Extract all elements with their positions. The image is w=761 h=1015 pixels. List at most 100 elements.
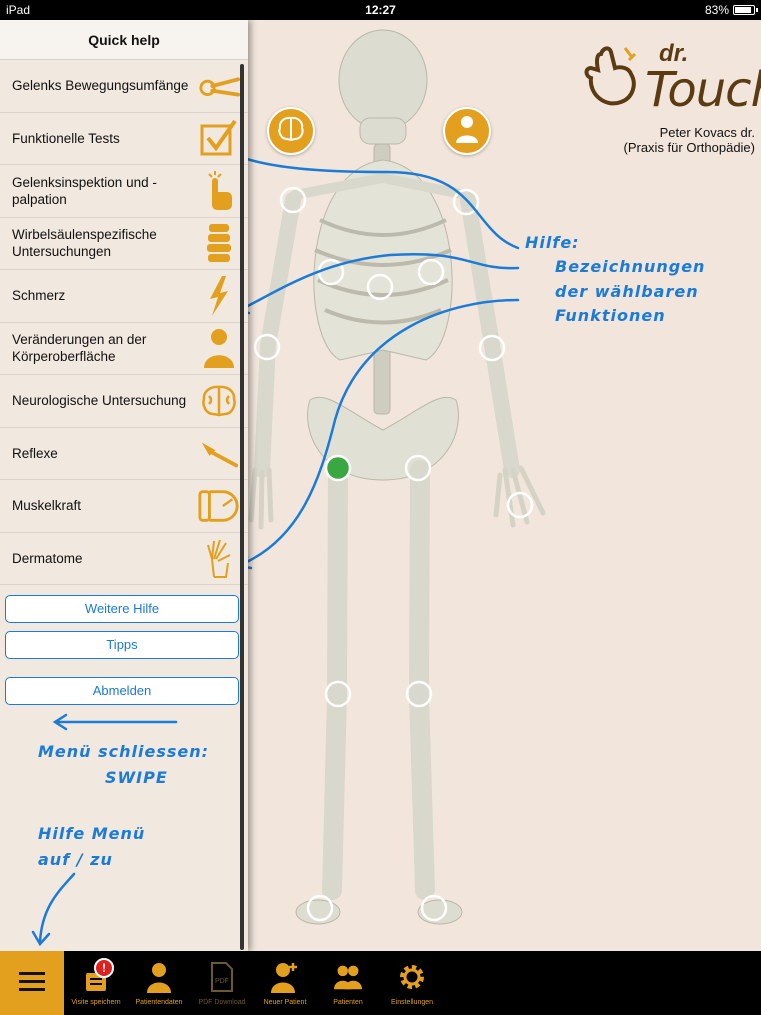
person-body-icon bbox=[198, 327, 240, 369]
menu-item-spine-exams[interactable]: Wirbelsäulenspezifische Untersuchungen bbox=[0, 218, 248, 270]
doctor-practice: (Praxis für Orthopädie) bbox=[623, 140, 756, 155]
tab-label: Visite speichern bbox=[71, 999, 121, 1006]
menu-item-label: Reflexe bbox=[12, 445, 58, 461]
ribcage bbox=[313, 159, 453, 361]
joint-left-elbow[interactable] bbox=[478, 334, 506, 362]
menu-item-joint-inspection[interactable]: Gelenksinspektion und -palpation bbox=[0, 165, 248, 218]
menu-item-label: Muskelkraft bbox=[12, 498, 82, 514]
annotation-help-4: Funktionen bbox=[555, 306, 666, 325]
menu-item-label: Dermatome bbox=[12, 550, 83, 566]
main-canvas: dr. Touch Peter Kovacs dr. (Praxis für O… bbox=[0, 20, 761, 951]
add-patient-icon bbox=[271, 963, 297, 993]
device-label: iPad bbox=[6, 3, 31, 17]
annotation-help-3: der wählbaren bbox=[555, 282, 699, 301]
person-body-icon bbox=[453, 114, 481, 149]
menu-item-pain[interactable]: Schmerz bbox=[0, 270, 248, 323]
joint-left-knee[interactable] bbox=[405, 680, 433, 708]
skull bbox=[338, 29, 428, 131]
quick-help-drawer[interactable]: Quick help Gelenks Bewegungsumfänge Funk… bbox=[0, 20, 248, 951]
gear-icon bbox=[400, 965, 424, 989]
swipe-arrow-icon bbox=[52, 713, 178, 731]
goniometer-icon bbox=[198, 65, 240, 107]
right-foot bbox=[417, 899, 463, 925]
menu-item-reflexes[interactable]: Reflexe bbox=[0, 428, 248, 480]
logo-touch-text: Touch bbox=[645, 62, 761, 118]
tab-save-visit[interactable]: ! Visite speichern bbox=[64, 951, 128, 1015]
tab-new-patient[interactable]: Neuer Patient bbox=[253, 951, 317, 1015]
logo-dr-text: dr. bbox=[659, 40, 689, 67]
clock: 12:27 bbox=[365, 3, 396, 17]
joint-right-elbow[interactable] bbox=[253, 333, 281, 361]
menu-item-functional-tests[interactable]: Funktionelle Tests bbox=[0, 113, 248, 165]
tab-label: Einstellungen bbox=[390, 999, 434, 1006]
joint-left-ankle[interactable] bbox=[420, 894, 448, 922]
jaw bbox=[359, 117, 407, 145]
joint-right-knee[interactable] bbox=[324, 680, 352, 708]
reflex-hammer-icon bbox=[198, 432, 240, 474]
patient-icon bbox=[147, 963, 171, 993]
joint-right-ankle[interactable] bbox=[306, 894, 334, 922]
hand-pointer-icon bbox=[198, 170, 240, 212]
joint-left-hand[interactable] bbox=[506, 491, 534, 519]
spine-icon bbox=[198, 222, 240, 264]
doctor-info: Peter Kovacs dr. (Praxis für Orthopädie) bbox=[624, 125, 756, 155]
battery-percent: 83% bbox=[704, 3, 729, 17]
tab-label: Patientendaten bbox=[135, 999, 183, 1006]
joint-spine[interactable] bbox=[366, 273, 394, 301]
more-help-button[interactable]: Weitere Hilfe bbox=[5, 595, 239, 623]
menu-item-label: Funktionelle Tests bbox=[12, 130, 120, 146]
dermatome-hand-icon bbox=[198, 537, 240, 579]
tab-settings[interactable]: Einstellungen bbox=[380, 951, 444, 1015]
brain-icon bbox=[198, 380, 240, 422]
menu-item-neurology[interactable]: Neurologische Untersuchung bbox=[0, 375, 248, 428]
lightning-icon bbox=[198, 275, 240, 317]
pdf-icon: PDF bbox=[211, 962, 233, 992]
dr-touch-logo: dr. Touch bbox=[581, 38, 761, 158]
menu-item-label: Neurologische Untersuchung bbox=[12, 393, 187, 409]
hamburger-icon bbox=[19, 971, 45, 996]
tab-pdf-download[interactable]: PDF PDF Download bbox=[190, 951, 254, 1015]
tab-patient-data[interactable]: Patientendaten bbox=[127, 951, 191, 1015]
annotation-help-2: Bezeichnungen bbox=[555, 257, 706, 276]
annotation-menu-2: auf / zu bbox=[38, 850, 113, 869]
menu-item-body-surface[interactable]: Veränderungen an der Körperoberfläche bbox=[0, 323, 248, 375]
annotation-help-1: Hilfe: bbox=[525, 233, 580, 252]
logout-button[interactable]: Abmelden bbox=[5, 677, 239, 705]
checkbox-icon bbox=[198, 117, 240, 159]
battery-icon bbox=[733, 5, 758, 15]
menu-item-joint-range[interactable]: Gelenks Bewegungsumfänge bbox=[0, 60, 248, 113]
menu-arrow-icon bbox=[31, 872, 76, 947]
menu-item-label: Wirbelsäulenspezifische Untersuchungen bbox=[12, 227, 157, 260]
hand-logo-icon bbox=[584, 46, 637, 106]
menu-item-muscle-strength[interactable]: Muskelkraft bbox=[0, 480, 248, 533]
tab-label: PDF Download bbox=[198, 999, 246, 1006]
annotation-close-2: SWIPE bbox=[105, 768, 168, 787]
body-surface-button[interactable] bbox=[443, 107, 491, 155]
menu-item-label: Gelenks Bewegungsumfänge bbox=[12, 78, 189, 94]
annotation-menu-1: Hilfe Menü bbox=[38, 824, 146, 843]
joint-right-shoulder[interactable] bbox=[279, 186, 307, 214]
menu-toggle-button[interactable] bbox=[0, 951, 64, 1015]
annotation-close-1: Menü schliessen: bbox=[38, 742, 210, 761]
menu-item-label: Gelenksinspektion und -palpation bbox=[12, 174, 157, 207]
neurology-button[interactable] bbox=[267, 107, 315, 155]
bottom-tab-bar: ! Visite speichern Patientendaten PDF PD… bbox=[0, 951, 761, 1015]
tips-button[interactable]: Tipps bbox=[5, 631, 239, 659]
drawer-scrollbar[interactable] bbox=[240, 64, 244, 950]
skeleton-figure bbox=[248, 29, 546, 925]
menu-item-label: Veränderungen an der Körperoberfläche bbox=[12, 332, 147, 365]
svg-text:PDF: PDF bbox=[215, 978, 229, 985]
status-bar: iPad 12:27 83% bbox=[0, 0, 761, 20]
joint-left-shoulder[interactable] bbox=[452, 188, 480, 216]
dynamometer-icon bbox=[198, 485, 240, 527]
joint-left-hip[interactable] bbox=[404, 454, 432, 482]
drawer-title: Quick help bbox=[0, 20, 248, 60]
menu-item-dermatomes[interactable]: Dermatome bbox=[0, 533, 248, 585]
joint-left-ribs[interactable] bbox=[417, 258, 445, 286]
tab-patients[interactable]: Patienten bbox=[316, 951, 380, 1015]
brain-icon bbox=[276, 115, 306, 148]
warning-badge: ! bbox=[94, 958, 114, 978]
tab-label: Patienten bbox=[333, 999, 363, 1006]
doctor-name: Peter Kovacs dr. bbox=[659, 125, 755, 140]
joint-right-hip-selected[interactable] bbox=[324, 454, 352, 482]
